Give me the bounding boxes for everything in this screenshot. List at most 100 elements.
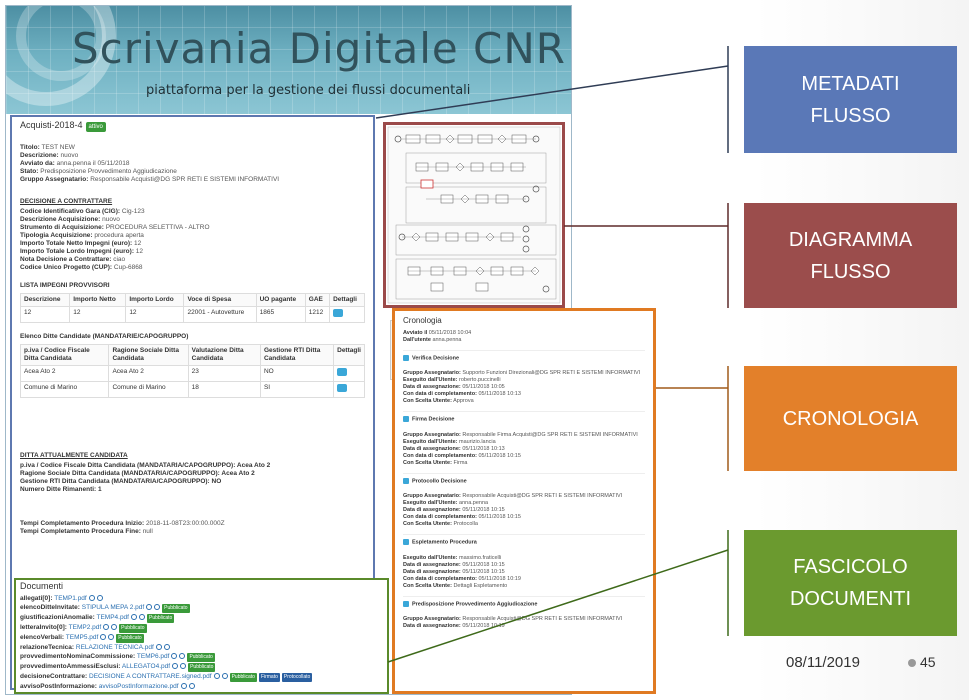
history-icon[interactable] (172, 663, 179, 670)
field-value: nuovo (60, 152, 79, 159)
document-item: avvisoPostInformazione: avvisoPostInform… (20, 682, 383, 691)
document-link[interactable]: avvisoPostInformazione.pdf (98, 683, 179, 690)
label-diagramma-flusso: DIAGRAMMA FLUSSO (744, 203, 957, 308)
document-key: letteraInvito[0]: (20, 624, 67, 631)
cron-header-label: Avviato il (403, 330, 428, 336)
field-row: Descrizione Acquisizione: nuovo (20, 216, 365, 224)
document-key: provvedimentoNominaCommissione: (20, 653, 136, 660)
cron-step-line: Con Scelta Utente: Firma (403, 460, 645, 467)
details-icon[interactable] (337, 384, 348, 392)
gear-icon[interactable] (180, 663, 187, 670)
history-icon[interactable] (100, 634, 107, 641)
document-link[interactable]: RELAZIONE TECNICA.pdf (75, 644, 154, 651)
history-icon[interactable] (180, 683, 187, 690)
cron-line-label: Eseguito dall'Utente: (403, 377, 458, 384)
history-icon[interactable] (130, 614, 137, 621)
table-cell: 1212 (304, 306, 331, 323)
details-icon[interactable] (333, 309, 344, 317)
history-icon[interactable] (88, 595, 95, 602)
cron-header-value: anna.penna (432, 337, 462, 343)
document-link[interactable]: DECISIONE A CONTRATTARE.signed.pdf (89, 673, 212, 680)
table-header: Importo Netto (69, 293, 127, 307)
cron-line-label: Con data di completamento: (403, 452, 477, 459)
cron-line-value: Responsabile Acquisti@DG SPR RETI E SIST… (462, 493, 623, 500)
field-label: Nota Decisione a Contrattare: (20, 256, 112, 263)
gear-icon[interactable] (188, 683, 195, 690)
document-key: provvedimentoAmmessiEsclusi: (20, 663, 121, 670)
cron-step-line: Data di assegnazione: 05/11/2018 10:15 (403, 507, 645, 514)
cron-line-value: 05/11/2018 10:15 (478, 452, 521, 459)
document-link[interactable]: TEMP1.pdf (54, 595, 87, 602)
document-key: giustificazioniAnomalie: (20, 614, 95, 621)
workflow-diagram[interactable] (383, 122, 565, 308)
banner-logo-ring-inner (16, 6, 106, 81)
document-tag-badge: Protocollato (281, 673, 313, 682)
field-label: Descrizione Acquisizione: (20, 216, 101, 223)
field-row: Strumento di Acquisizione: PROCEDURA SEL… (20, 224, 365, 232)
table-header: Valutazione Ditta Candidata (187, 344, 261, 366)
document-link[interactable]: TEMP5.pdf (65, 634, 99, 641)
history-icon[interactable] (155, 644, 162, 651)
status-badge: attivo (85, 122, 106, 132)
gear-icon[interactable] (108, 634, 115, 641)
history-icon[interactable] (171, 653, 178, 660)
table-cell (333, 381, 365, 398)
table-header: GAE (304, 293, 331, 307)
document-link[interactable]: ALLEGATO4.pdf (121, 663, 171, 670)
field-label: Strumento di Acquisizione: (20, 224, 104, 231)
cron-line-value: 05/11/2018 10:15 (462, 561, 505, 568)
gear-icon[interactable] (96, 595, 103, 602)
gear-icon[interactable] (221, 673, 228, 680)
bpmn-diagram (387, 126, 561, 304)
history-icon[interactable] (103, 624, 110, 631)
history-icon[interactable] (146, 604, 153, 611)
cron-step-line: Gruppo Assegnatario: Responsabile Firma … (403, 432, 645, 439)
gear-icon[interactable] (179, 653, 186, 660)
field-row: Gruppo Assegnatario: Responsabile Acquis… (20, 176, 365, 184)
document-link[interactable]: TEMP4.pdf (96, 614, 129, 621)
cron-line-value: maurizio.lancia (459, 438, 496, 445)
history-icon[interactable] (213, 673, 220, 680)
details-icon[interactable] (337, 368, 348, 376)
document-tag-badge: Pubblicato (187, 653, 215, 662)
field-value: anna.penna il 05/11/2018 (56, 160, 130, 167)
field-label: Tempi Completamento Procedura Inizio: (20, 520, 145, 527)
table-header: Dettagli (333, 344, 365, 366)
cron-line-label: Gruppo Assegnatario: (403, 493, 461, 500)
cron-step-line: Eseguito dall'Utente: massimo.fraticelli (403, 555, 645, 562)
gear-icon[interactable] (111, 624, 118, 631)
footer-date: 08/11/2019 (786, 654, 860, 671)
table-header: Voce di Spesa (183, 293, 257, 307)
attuale-line: Numero Ditte Rimanenti: 1 (20, 486, 102, 493)
cron-step-line: Con data di completamento: 05/11/2018 10… (403, 391, 645, 398)
cron-line-label: Con Scelta Utente: (403, 459, 452, 466)
document-link[interactable]: STIPULA MEPA 2.pdf (81, 604, 145, 611)
document-link[interactable]: TEMP6.pdf (136, 653, 170, 660)
table-cell: 12 (125, 306, 185, 323)
cron-step-line: Gruppo Assegnatario: Responsabile Acquis… (403, 616, 645, 623)
document-item: provvedimentoAmmessiEsclusi: ALLEGATO4.p… (20, 662, 383, 672)
cron-line-label: Data di assegnazione: (403, 507, 461, 514)
document-link[interactable]: TEMP2.pdf (68, 624, 102, 631)
field-label: Importo Totale Netto Impegni (euro): (20, 240, 133, 247)
cron-step-line: Con data di completamento: 05/11/2018 10… (403, 453, 645, 460)
cron-line-value: 05/11/2018 10:19 (478, 575, 521, 582)
field-value: 12 (135, 248, 144, 255)
document-tag-badge: Pubblicato (229, 673, 257, 682)
cron-line-value: Protocolla (453, 521, 478, 528)
attuale-line: p.iva / Codice Fiscale Ditta Candidata (… (20, 462, 271, 469)
gear-icon[interactable] (163, 644, 170, 651)
gear-icon[interactable] (154, 604, 161, 611)
gear-icon[interactable] (138, 614, 145, 621)
decision-section-title: DECISIONE A CONTRATTARE (20, 198, 113, 205)
field-value: Responsabile Acquisti@DG SPR RETI E SIST… (90, 176, 280, 183)
process-name: Acquisti-2018-4 (20, 120, 83, 130)
field-value: 2018-11-08T23:00:00.000Z (145, 520, 225, 527)
